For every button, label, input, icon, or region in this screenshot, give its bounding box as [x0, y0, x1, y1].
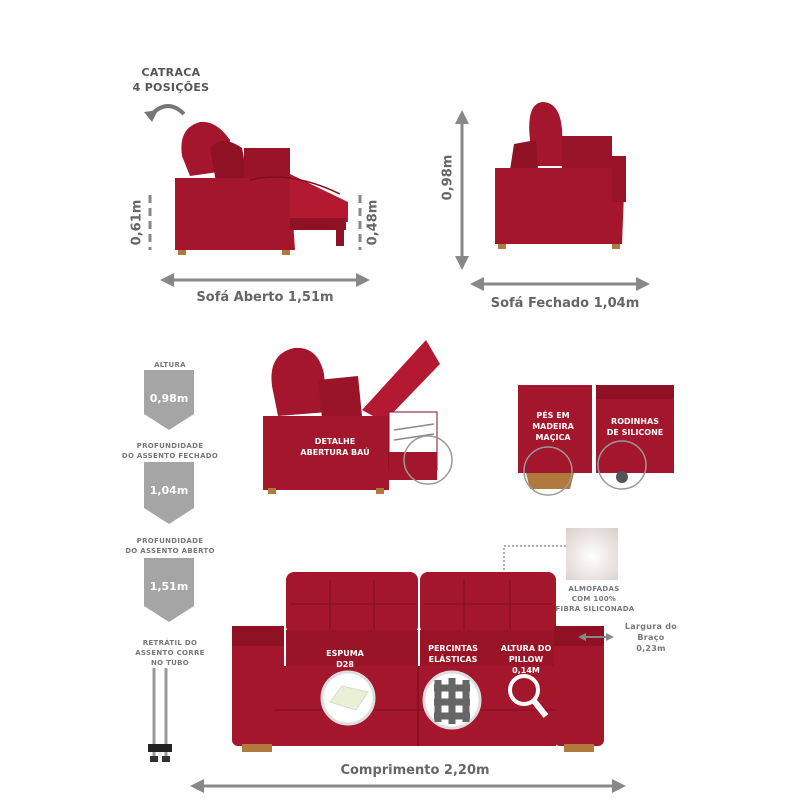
sofa-side-closed-image [495, 102, 626, 249]
height-left-label: 0,61m [129, 199, 145, 246]
pillow-label-2: PILLOW [508, 655, 544, 664]
depth-open-title-2: DO ASSENTO ABERTO [125, 547, 215, 555]
width-open-arrow [160, 273, 370, 287]
pillow-label-3: 0,14M [512, 666, 540, 675]
depth-closed-value: 1,04m [149, 484, 189, 497]
detail-label-1: DETALHE [314, 437, 356, 446]
height-title: ALTURA [154, 361, 186, 369]
retract-line-2: ASSENTO CORRE [135, 649, 205, 657]
straps-label-2: ELÁSTICAS [428, 655, 478, 664]
feet-wheels-image [518, 385, 674, 496]
straps-label-1: PERCINTAS [428, 644, 478, 653]
wheels-label-1: RODINHAS [611, 417, 659, 426]
height-badge: 0,98m [144, 370, 194, 430]
wheels-label-2: DE SILICONE [606, 428, 664, 437]
feet-label-1: PÉS EM [536, 411, 570, 420]
retract-line-1: RETRÁTIL DO [142, 639, 198, 647]
height-closed-arrow [455, 110, 469, 270]
ratchet-label-line2: 4 POSIÇÕES [132, 81, 210, 94]
retract-line-3: NO TUBO [150, 659, 190, 667]
depth-open-title-1: PROFUNDIDADE [136, 537, 204, 545]
width-open-label: Sofá Aberto 1,51m [196, 290, 334, 305]
foam-label-1: ESPUMA [326, 649, 364, 658]
depth-closed-title-2: DO ASSENTO FECHADO [121, 452, 219, 460]
detail-label-2: ABERTURA BAÚ [300, 448, 370, 457]
foam-label-2: D28 [336, 660, 354, 669]
feet-label-3: MAÇICA [535, 433, 571, 442]
depth-closed-badge: 1,04m [144, 462, 194, 524]
ratchet-label-line1: CATRACA [141, 66, 201, 79]
sofa-storage-image [263, 340, 453, 494]
height-left-marker [148, 195, 152, 250]
cushions-label-1: ALMOFADAS [568, 585, 620, 593]
cushions-label-2: COM 100% [571, 595, 617, 603]
arm-label-1: Largura do [624, 622, 678, 631]
sofa-side-open-image [175, 121, 348, 255]
fiber-photo [566, 528, 618, 580]
height-right-marker [358, 195, 362, 250]
depth-closed-title-1: PROFUNDIDADE [136, 442, 204, 450]
ratchet-arrow-icon [144, 104, 186, 122]
pillow-label-1: ALTURA DO [500, 644, 552, 653]
width-closed-arrow [470, 277, 650, 291]
cushions-label-3: FIBRA SILICONADA [555, 605, 635, 613]
length-label: Comprimento 2,20m [340, 763, 490, 778]
height-right-label: 0,48m [365, 199, 381, 246]
depth-open-badge: 1,51m [144, 558, 194, 622]
length-arrow [190, 779, 626, 793]
sofa-front-image [232, 572, 604, 752]
height-closed-label: 0,98m [440, 154, 456, 201]
height-badge-value: 0,98m [149, 392, 189, 405]
tube-rails-image [148, 668, 172, 762]
feet-label-2: MADEIRA [532, 422, 574, 431]
arm-label-2: Braço [637, 633, 665, 642]
arm-width-arrow [578, 633, 614, 641]
width-closed-label: Sofá Fechado 1,04m [490, 296, 640, 311]
arm-label-3: 0,23m [636, 644, 666, 653]
depth-open-value: 1,51m [149, 580, 189, 593]
